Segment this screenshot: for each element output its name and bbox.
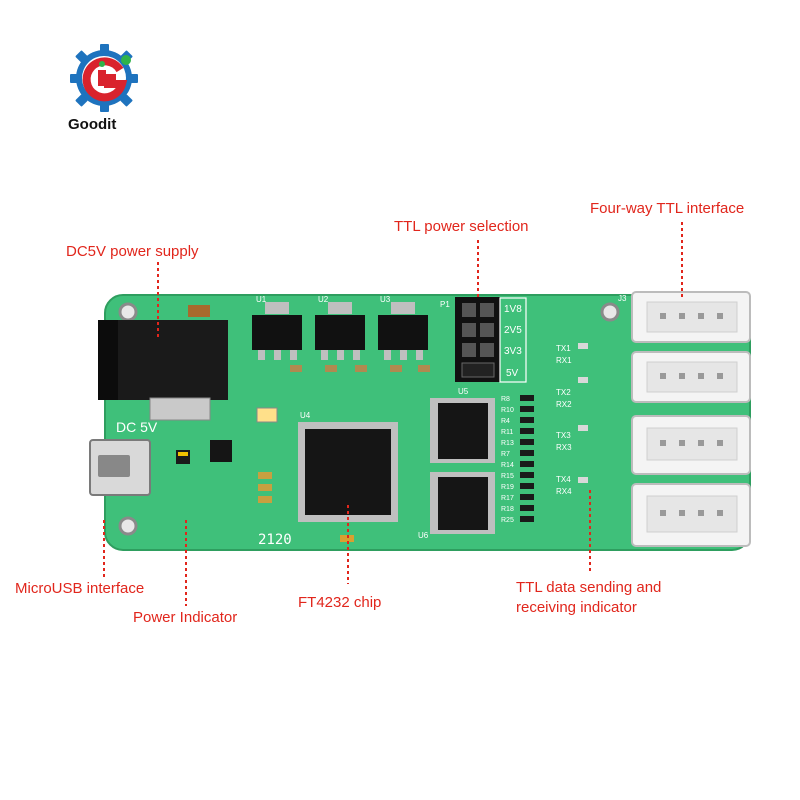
silk-u3: U3 bbox=[380, 295, 391, 304]
connector-2 bbox=[631, 351, 751, 403]
label-ft4232-chip: FT4232 chip bbox=[298, 594, 382, 611]
silk-u2: U2 bbox=[318, 295, 329, 304]
label-four-way-ttl: Four-way TTL interface bbox=[590, 200, 745, 217]
micro-usb-port bbox=[89, 439, 151, 496]
smd-components bbox=[176, 305, 588, 542]
silk-r11: R11 bbox=[501, 429, 513, 436]
resistor-array bbox=[520, 395, 534, 522]
silk-voltage-3: 3V3 bbox=[504, 346, 522, 357]
silk-rx4: RX4 bbox=[556, 487, 572, 496]
silk-r10: R10 bbox=[501, 407, 514, 414]
silk-r8: R8 bbox=[501, 396, 510, 403]
brand-name: Goodit bbox=[68, 116, 117, 133]
level-shifter-chips bbox=[430, 398, 495, 534]
label-dc5v-power: DC5V power supply bbox=[66, 243, 199, 260]
silk-rx1: RX1 bbox=[556, 356, 572, 365]
label-ttl-power-selection: TTL power selection bbox=[394, 218, 529, 235]
goodit-logo bbox=[70, 44, 138, 112]
silkscreen: DC 5V 1V8 2V5 3V3 5V P1 J3 2120 U1 U2 U3… bbox=[116, 294, 627, 548]
silk-rx2: RX2 bbox=[556, 400, 572, 409]
silk-voltage-2: 2V5 bbox=[504, 325, 522, 336]
connector-4 bbox=[631, 483, 751, 547]
silk-u6: U6 bbox=[418, 531, 429, 540]
silk-tx4: TX4 bbox=[556, 475, 571, 484]
silk-p1: P1 bbox=[440, 300, 450, 309]
connector-3 bbox=[631, 415, 751, 475]
silk-dc5v: DC 5V bbox=[116, 419, 158, 435]
silk-tx1: TX1 bbox=[556, 344, 571, 353]
silk-r17: R17 bbox=[501, 495, 514, 502]
annotation-leaders bbox=[103, 222, 683, 606]
silk-u5: U5 bbox=[458, 387, 469, 396]
silk-r4: R4 bbox=[501, 418, 510, 425]
silk-r19: R19 bbox=[501, 484, 514, 491]
voltage-regulators bbox=[252, 302, 428, 360]
silk-j3: J3 bbox=[618, 294, 627, 303]
power-selection-header bbox=[455, 297, 527, 383]
label-ttl-data-line2: receiving indicator bbox=[516, 599, 637, 616]
silk-rx3: RX3 bbox=[556, 443, 572, 452]
silk-date-code: 2120 bbox=[258, 532, 292, 548]
label-ttl-data-line1: TTL data sending and bbox=[516, 579, 662, 596]
silk-voltage-4: 5V bbox=[506, 368, 519, 379]
silk-r14: R14 bbox=[501, 462, 514, 469]
silk-r15: R15 bbox=[501, 473, 514, 480]
silk-voltage-1: 1V8 bbox=[504, 304, 522, 315]
silk-r7: R7 bbox=[501, 451, 510, 458]
silk-tx3: TX3 bbox=[556, 431, 571, 440]
silk-r18: R18 bbox=[501, 506, 514, 513]
dc-jack bbox=[98, 320, 228, 421]
ttl-connectors bbox=[631, 291, 751, 547]
label-microusb: MicroUSB interface bbox=[15, 580, 145, 597]
silk-r25: R25 bbox=[501, 517, 514, 524]
label-power-indicator: Power Indicator bbox=[133, 609, 238, 626]
silk-r13: R13 bbox=[501, 440, 514, 447]
connector-1 bbox=[631, 291, 751, 343]
silk-u1: U1 bbox=[256, 295, 267, 304]
silk-u4: U4 bbox=[300, 411, 311, 420]
silk-tx2: TX2 bbox=[556, 388, 571, 397]
